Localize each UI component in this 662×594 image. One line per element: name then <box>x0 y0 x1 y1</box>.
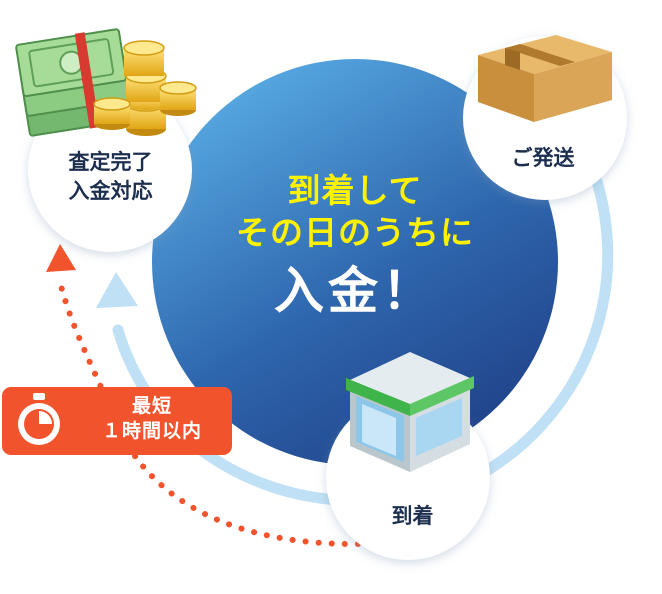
node-completed-line-2: 入金対応 <box>68 179 153 203</box>
money-stack-icon <box>15 28 197 137</box>
center-line-3: 入金！ <box>274 262 436 320</box>
cycle-arrow-ring <box>464 144 614 486</box>
express-badge-bg <box>2 387 232 455</box>
cycle-arrow-head <box>96 272 138 308</box>
main-circle <box>152 59 558 465</box>
node-completed-line-1: 査定完了 <box>68 150 153 174</box>
stopwatch-icon <box>18 393 60 445</box>
center-line-1: 到着して <box>287 171 423 210</box>
express-arrow-head <box>46 244 76 272</box>
node-completed-label: 査定完了 入金対応 <box>38 148 183 206</box>
node-arrival-label: 到着 <box>391 504 434 528</box>
center-message: 到着して その日のうちに 入金！ <box>210 170 500 328</box>
express-badge-text: 最短 １時間以内 <box>82 394 222 444</box>
store-building-icon <box>346 352 474 472</box>
express-badge-line-1: 最短 <box>131 395 172 417</box>
cardboard-box-icon <box>478 35 612 122</box>
express-badge-line-2: １時間以内 <box>101 420 202 442</box>
center-line-2: その日のうちに <box>236 213 474 252</box>
express-arrow-path <box>57 279 361 548</box>
node-shipping-label: ご発送 <box>511 146 575 170</box>
